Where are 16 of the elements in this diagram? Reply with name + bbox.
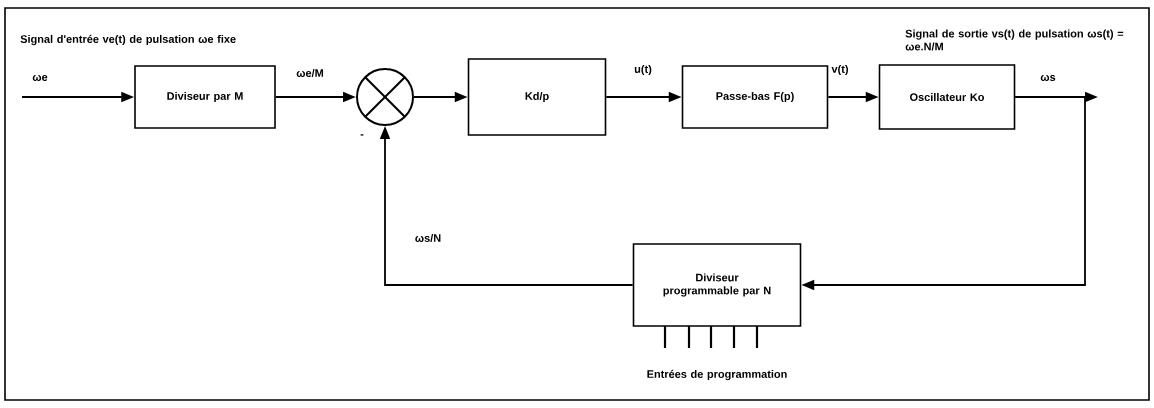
note-text: Signal d'entrée ve(t) de pulsation ωe fixe xyxy=(20,34,236,46)
edge-label: ωs/N xyxy=(413,232,443,244)
block-box: Passe-bas F(p) xyxy=(681,65,829,129)
note-text: Entrées de programmation xyxy=(647,369,787,381)
block-box: Diviseur par M xyxy=(134,65,276,129)
edge-label: v(t) xyxy=(830,63,850,77)
sign-label: - xyxy=(360,134,364,136)
block-box: Oscillateur Ko xyxy=(878,64,1016,130)
edge-label: ωe xyxy=(31,74,49,82)
block-box: Kd/p xyxy=(467,58,607,136)
edge-label: u(t) xyxy=(633,63,653,77)
edge-label: ωe/M xyxy=(295,67,325,79)
block-box: Diviseur programmable par N xyxy=(632,243,802,327)
summing-junction xyxy=(356,68,414,126)
note-text: Signal de sortie vs(t) de pulsation ωs(t) = ωe.N/M xyxy=(905,29,1124,51)
edge-label: ωs xyxy=(1039,74,1057,82)
